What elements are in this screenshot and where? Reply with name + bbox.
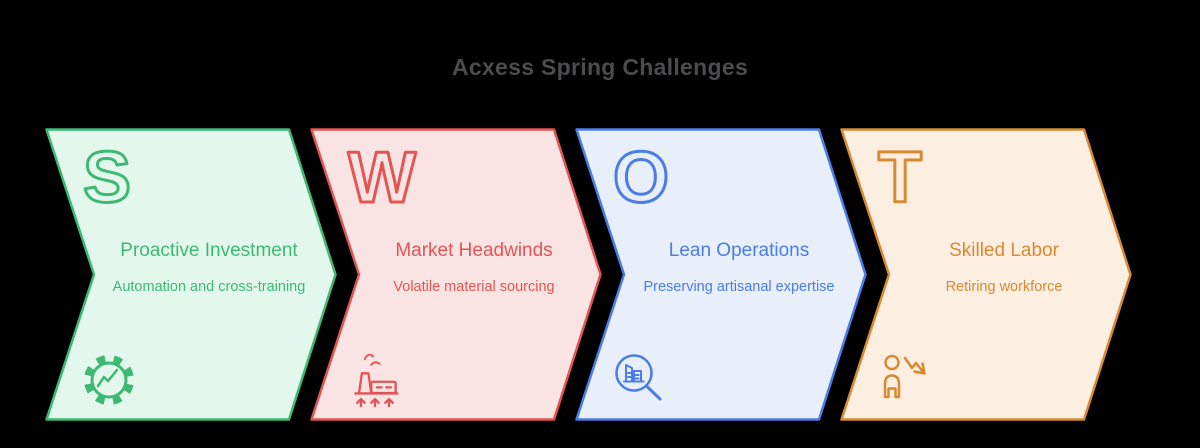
chevron-shape <box>45 128 337 421</box>
gear-growth-icon <box>80 351 138 409</box>
chevron-shape <box>310 128 602 421</box>
svg-text:W: W <box>348 138 416 218</box>
letter-s: S <box>82 137 133 220</box>
magnifier-audit-icon <box>610 351 668 409</box>
chevron-content: Market Headwinds Volatile material sourc… <box>358 240 590 297</box>
letter-o: O <box>612 137 671 220</box>
letter-t: T <box>877 137 924 220</box>
chevron-strengths: S Proactive Investment Automation and cr… <box>45 128 337 421</box>
chevron-heading: Skilled Labor <box>949 240 1059 261</box>
chevron-subheading: Automation and cross-training <box>112 279 306 295</box>
chevron-shape <box>575 128 867 421</box>
svg-text:O: O <box>613 138 669 218</box>
chevron-opportunities: O Lean Operations Preserving artisanal e… <box>575 128 867 421</box>
chevron-content: Skilled Labor Retiring workforce <box>888 240 1120 297</box>
chevron-weaknesses: W Market Headwinds Volatile material sou… <box>310 128 602 421</box>
chevron-heading: Proactive Investment <box>120 240 298 261</box>
svg-text:T: T <box>878 138 922 218</box>
letter-w: W <box>347 137 418 220</box>
chevron-subheading: Volatile material sourcing <box>393 279 555 295</box>
chevron-threats: T Skilled Labor Retiring workforce <box>840 128 1132 421</box>
chevron-heading: Lean Operations <box>668 240 810 261</box>
chevron-shape <box>840 128 1132 421</box>
factory-rising-costs-icon <box>345 347 405 409</box>
chevron-subheading: Preserving artisanal expertise <box>643 279 835 295</box>
chevron-heading: Market Headwinds <box>395 240 553 261</box>
chevron-subheading: Retiring workforce <box>945 279 1063 295</box>
diagram-title: Acxess Spring Challenges <box>451 54 749 80</box>
workforce-decline-icon <box>875 351 933 409</box>
chevron-content: Lean Operations Preserving artisanal exp… <box>623 240 855 297</box>
chevron-content: Proactive Investment Automation and cros… <box>93 240 325 297</box>
svg-text:S: S <box>83 138 131 218</box>
